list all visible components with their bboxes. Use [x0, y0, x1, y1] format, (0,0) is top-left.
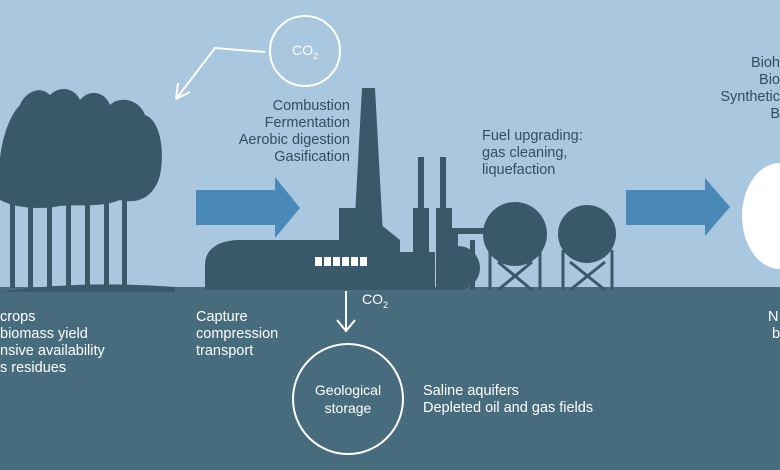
- biomass-line: crops: [0, 309, 36, 325]
- co2-cycle-circle: CO2: [269, 15, 341, 87]
- flow-arrow-icon: [196, 177, 300, 238]
- right-bottom-text: N b: [768, 309, 780, 343]
- right-bottom-line: N: [768, 309, 779, 325]
- process-item: Combustion: [272, 98, 350, 114]
- co2-down-arrow: [336, 291, 356, 333]
- product-item: Synthetic: [720, 89, 780, 105]
- factory-icon: [205, 88, 484, 290]
- storage-types: Saline aquifers Depleted oil and gas fie…: [423, 383, 593, 417]
- conversion-processes: Combustion Fermentation Aerobic digestio…: [239, 98, 350, 166]
- upgrading-line: liquefaction: [482, 162, 556, 178]
- co2-storage-label: CO2: [362, 291, 389, 310]
- capture-line: compression: [196, 326, 279, 342]
- capture-steps: Capture compression transport: [196, 309, 278, 360]
- capture-line: Capture: [196, 309, 248, 325]
- biomass-line: s residues: [0, 360, 67, 376]
- capture-line: transport: [196, 343, 254, 359]
- co2-cycle-label: CO2: [291, 41, 318, 61]
- product-item: Bio: [759, 72, 780, 88]
- process-item: Fermentation: [264, 115, 350, 131]
- upgrading-line: Fuel upgrading:: [482, 128, 583, 144]
- co2-uptake-arrow: [175, 46, 266, 100]
- factory-window-strip: [315, 257, 367, 266]
- geological-line1: Geological: [314, 382, 382, 398]
- upgrading-line: gas cleaning,: [482, 145, 568, 161]
- geological-storage-circle: Geological storage: [292, 343, 404, 455]
- products-list: Bioh Bio Synthetic B: [720, 55, 780, 123]
- tree-icon: [0, 89, 175, 292]
- product-item: B: [770, 106, 780, 122]
- product-item: Bioh: [750, 55, 780, 71]
- process-item: Aerobic digestion: [238, 132, 350, 148]
- gas-tank-icon: [483, 202, 616, 292]
- geological-line2: storage: [324, 400, 372, 416]
- biomass-line: biomass yield: [0, 326, 88, 342]
- fuel-upgrading-text: Fuel upgrading: gas cleaning, liquefacti…: [482, 128, 583, 179]
- process-item: Gasification: [274, 149, 350, 165]
- flow-arrow-icon: [626, 178, 730, 236]
- right-bottom-line: b: [772, 326, 780, 342]
- storage-type-item: Depleted oil and gas fields: [423, 400, 594, 416]
- biomass-line: nsive availability: [0, 343, 105, 359]
- storage-type-item: Saline aquifers: [423, 383, 519, 399]
- biomass-characteristics: crops biomass yield nsive availability s…: [0, 309, 105, 377]
